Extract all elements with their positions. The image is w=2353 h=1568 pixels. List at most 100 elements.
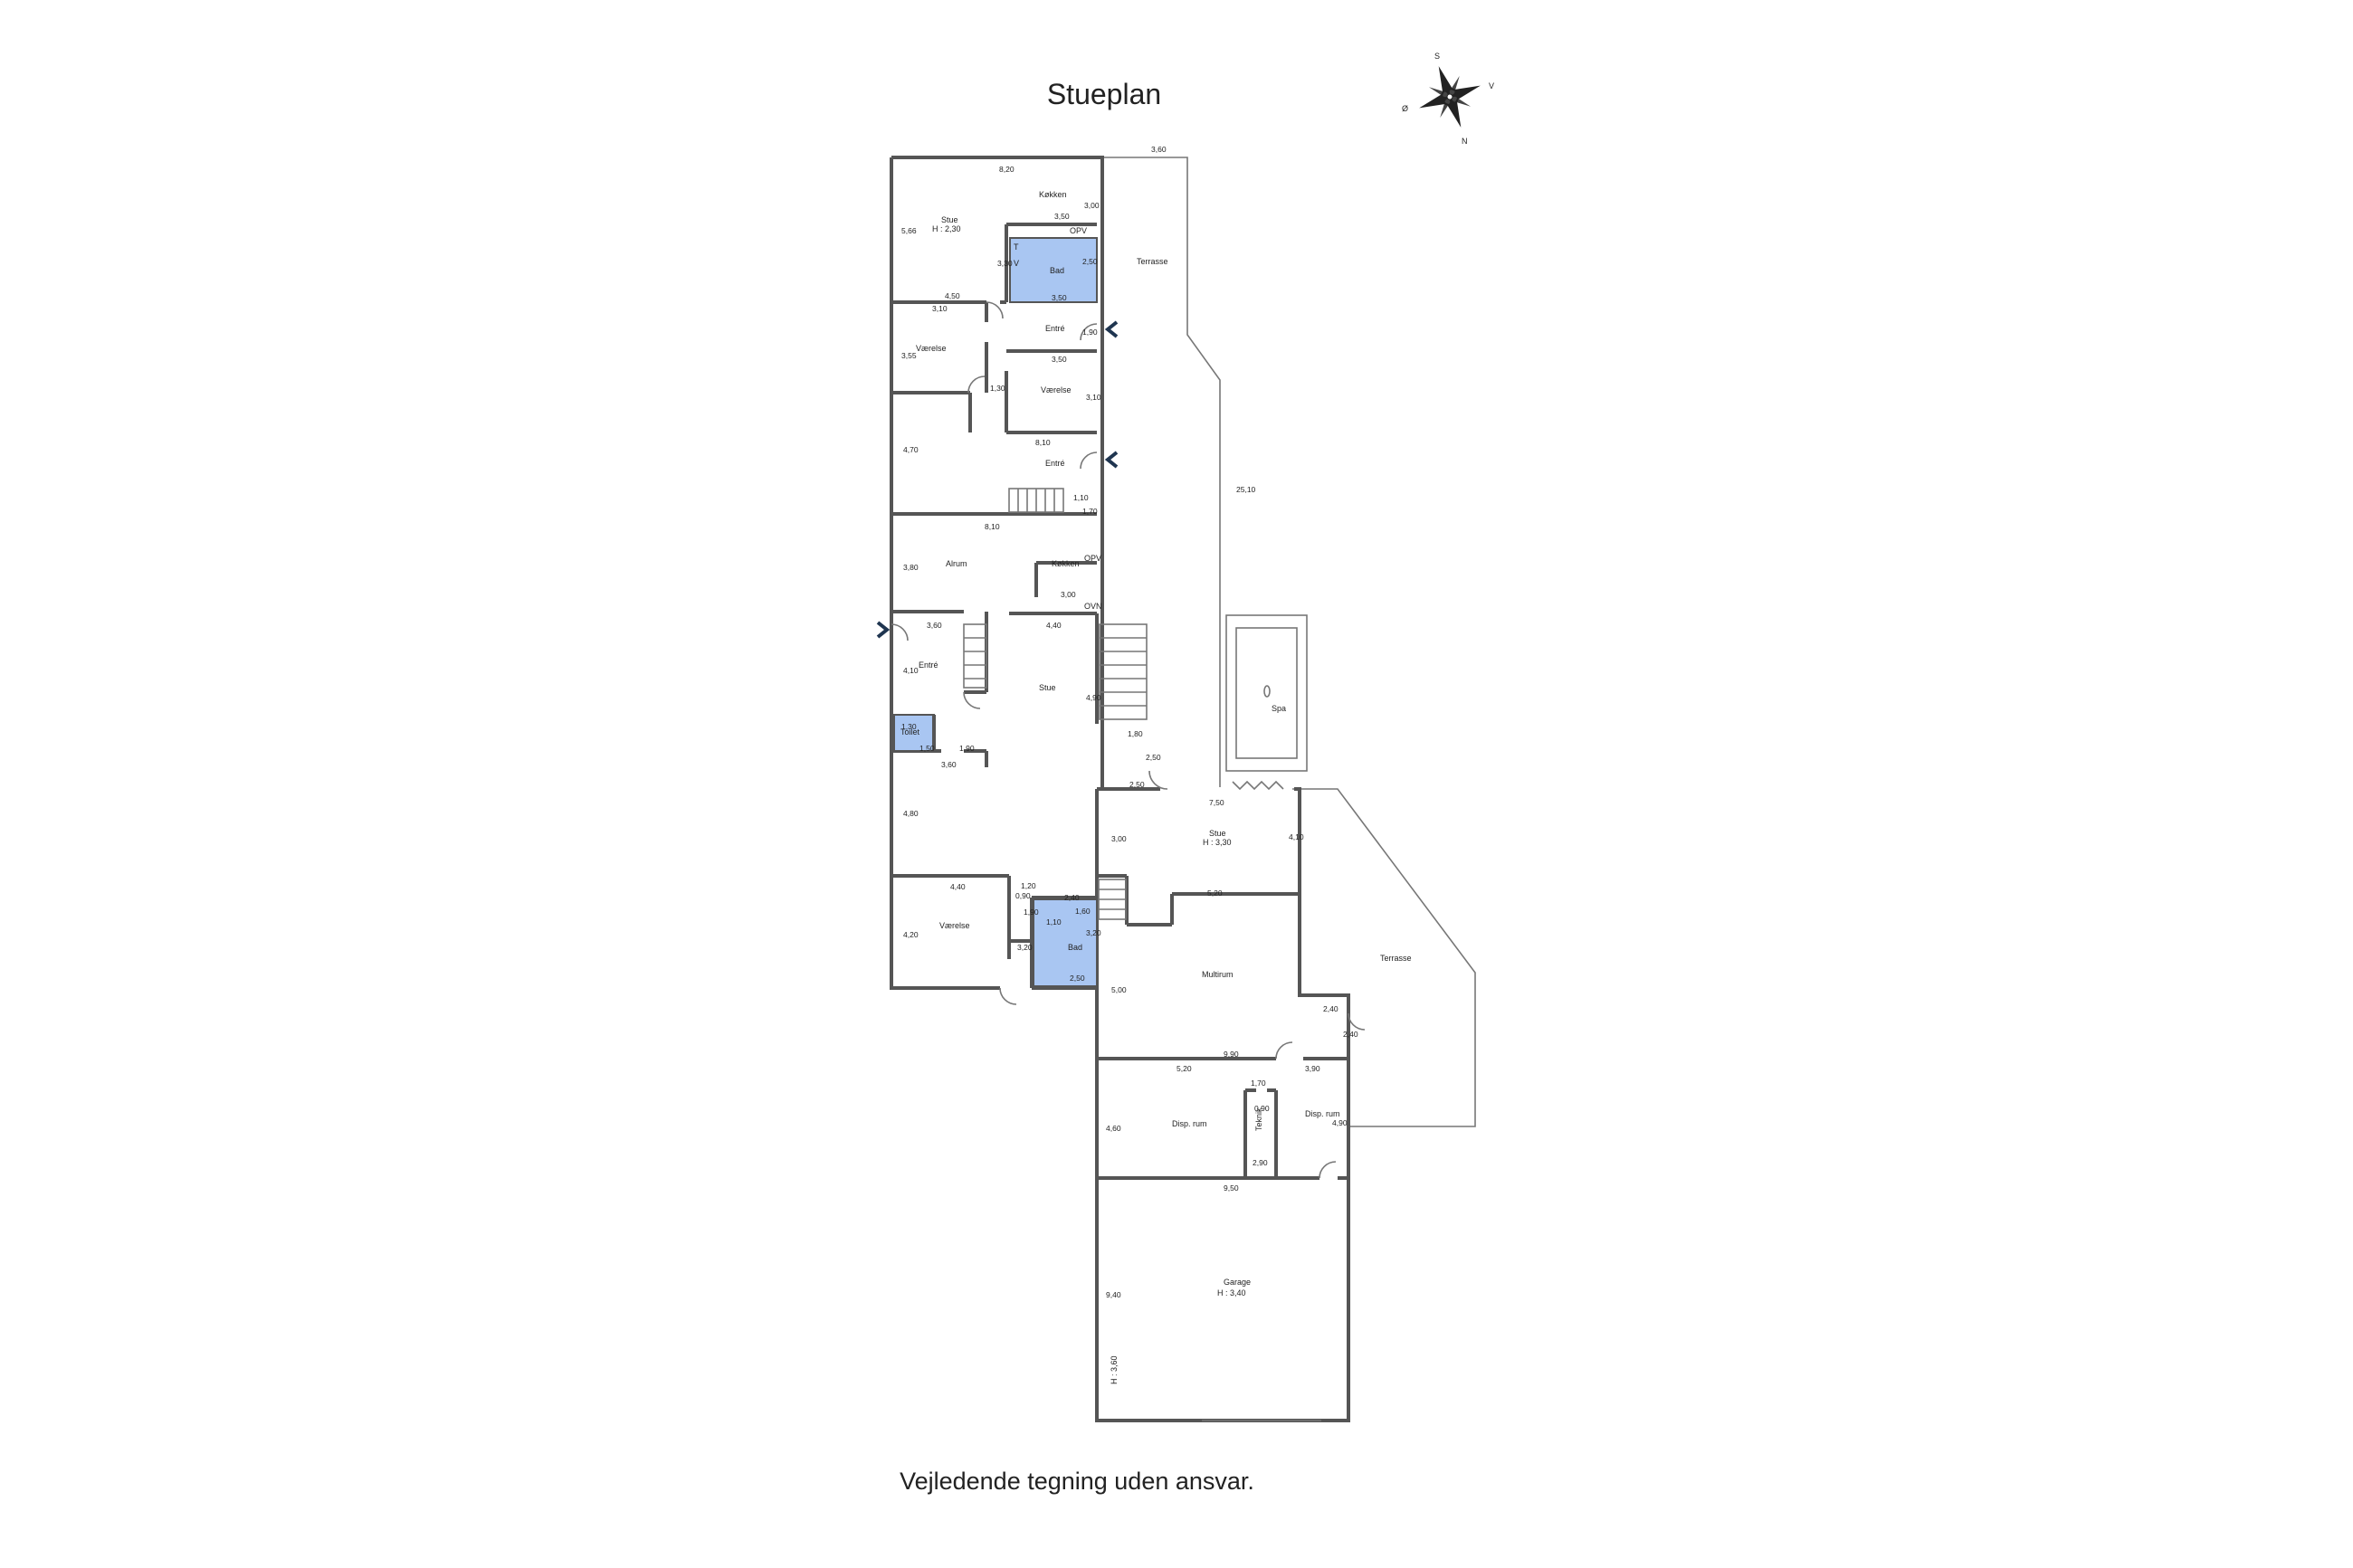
svg-text:1,70: 1,70	[1251, 1079, 1266, 1088]
toilet-room	[893, 714, 935, 752]
room-teknik: Teknik	[1254, 1107, 1263, 1131]
svg-text:1,50: 1,50	[919, 744, 935, 753]
compass-rose-icon: S V N Ø	[1402, 52, 1494, 146]
room-terrasse-1: Terrasse	[1137, 257, 1168, 266]
svg-text:3,50: 3,50	[1052, 293, 1067, 302]
room-vaerelse-3: Værelse	[939, 921, 970, 930]
room-garage-height: H : 3,40	[1217, 1288, 1246, 1297]
room-garage: Garage	[1224, 1278, 1251, 1287]
svg-text:3,10: 3,10	[932, 304, 948, 313]
terrace-right-outline	[1292, 788, 1476, 1127]
room-vaerelse-2: Værelse	[1041, 385, 1072, 394]
svg-text:3,60: 3,60	[927, 621, 942, 630]
svg-text:1,80: 1,80	[1128, 729, 1143, 738]
svg-text:1,10: 1,10	[1073, 493, 1089, 502]
room-multirum: Multirum	[1202, 970, 1234, 979]
svg-text:3,60: 3,60	[941, 760, 957, 769]
svg-text:4,80: 4,80	[903, 809, 919, 818]
room-bad-2: Bad	[1068, 943, 1082, 952]
svg-text:1,10: 1,10	[1046, 917, 1062, 927]
svg-text:2,50: 2,50	[1070, 974, 1085, 983]
svg-text:4,70: 4,70	[903, 445, 919, 454]
dimension-labels: 3,60 8,20 3,00 3,50 5,66 3,30 2,50 3,50 …	[901, 145, 1358, 1299]
room-vaerelse-1: Værelse	[916, 344, 947, 353]
svg-text:2,90: 2,90	[1253, 1158, 1268, 1167]
room-alrum: Alrum	[946, 559, 967, 568]
interior-walls	[891, 223, 1099, 988]
svg-text:3,55: 3,55	[901, 351, 917, 360]
svg-text:4,60: 4,60	[1106, 1124, 1121, 1133]
room-entre-3: Entré	[919, 660, 938, 670]
svg-text:2,40: 2,40	[1343, 1030, 1358, 1039]
svg-text:3,60: 3,60	[1151, 145, 1167, 154]
svg-text:1,90: 1,90	[959, 744, 975, 753]
extension-walls	[1097, 789, 1348, 1421]
room-stue-3: Stue	[1209, 829, 1226, 838]
room-stue-top: Stue	[941, 215, 958, 224]
room-spa: Spa	[1272, 704, 1286, 713]
svg-text:8,10: 8,10	[1035, 438, 1051, 447]
svg-text:4,50: 4,50	[945, 291, 960, 300]
bathroom-lower	[1033, 898, 1098, 987]
plan-title: Stueplan	[1046, 78, 1162, 110]
room-entre-1: Entré	[1045, 324, 1065, 333]
room-koekken-top: Køkken	[1039, 190, 1067, 199]
symbol-opv-1: OPV	[1070, 226, 1087, 235]
svg-text:5,66: 5,66	[901, 226, 917, 235]
svg-text:3,10: 3,10	[1086, 393, 1101, 402]
svg-text:25,10: 25,10	[1236, 485, 1256, 494]
svg-text:1,60: 1,60	[1075, 907, 1091, 916]
symbol-opv-2: OPV	[1084, 554, 1101, 563]
svg-text:1,20: 1,20	[1021, 881, 1036, 890]
svg-text:9,50: 9,50	[1224, 1183, 1239, 1193]
compass-v: V	[1489, 81, 1494, 90]
svg-text:1,90: 1,90	[1024, 908, 1039, 917]
svg-text:2,50: 2,50	[1082, 257, 1098, 266]
svg-text:4,20: 4,20	[903, 930, 919, 939]
svg-text:4,10: 4,10	[903, 666, 919, 675]
svg-text:3,00: 3,00	[1061, 590, 1076, 599]
svg-text:5,00: 5,00	[1111, 985, 1127, 994]
svg-text:3,20: 3,20	[1086, 928, 1101, 937]
svg-text:8,10: 8,10	[985, 522, 1000, 531]
svg-text:7,50: 7,50	[1209, 798, 1224, 807]
svg-text:2,40: 2,40	[1323, 1004, 1338, 1013]
svg-text:8,20: 8,20	[999, 165, 1015, 174]
svg-text:0,90: 0,90	[1254, 1104, 1270, 1113]
room-koekken-2: Køkken	[1052, 559, 1080, 568]
svg-text:3,50: 3,50	[1052, 355, 1067, 364]
svg-text:2,50: 2,50	[1129, 780, 1145, 789]
svg-text:1,30: 1,30	[990, 384, 1005, 393]
svg-text:3,00: 3,00	[1084, 201, 1100, 210]
symbol-t: T	[1014, 242, 1019, 252]
entry-arrow-icon-2[interactable]	[1104, 451, 1119, 469]
room-disp-2: Disp. rum	[1305, 1109, 1340, 1118]
svg-text:2,40: 2,40	[1064, 893, 1080, 902]
svg-text:3,50: 3,50	[1054, 212, 1070, 221]
symbol-v: V	[1014, 259, 1019, 268]
doors	[891, 301, 1366, 1179]
room-terrasse-2: Terrasse	[1380, 954, 1412, 963]
entry-arrow-icon-3[interactable]	[876, 621, 891, 639]
svg-text:4,90: 4,90	[1086, 693, 1101, 702]
svg-text:5,20: 5,20	[1207, 889, 1223, 898]
stairs	[963, 488, 1148, 920]
svg-text:3,80: 3,80	[903, 563, 919, 572]
svg-text:1,30: 1,30	[901, 722, 917, 731]
spa-outer	[1225, 614, 1308, 772]
svg-text:0,90: 0,90	[1015, 891, 1031, 900]
svg-text:3,30: 3,30	[997, 259, 1013, 268]
garage-wall-height: H : 3,60	[1110, 1355, 1119, 1384]
svg-text:9,90: 9,90	[1224, 1050, 1239, 1059]
svg-text:2,50: 2,50	[1146, 753, 1161, 762]
room-stue-3-height: H : 3,30	[1203, 838, 1232, 847]
entry-arrow-icon-1[interactable]	[1104, 320, 1119, 338]
compass-oe: Ø	[1402, 104, 1408, 113]
room-toilet: Toilet	[900, 727, 920, 736]
svg-text:3,00: 3,00	[1111, 834, 1127, 843]
svg-text:4,40: 4,40	[1046, 621, 1062, 630]
svg-text:4,40: 4,40	[950, 882, 966, 891]
compass-s: S	[1434, 52, 1440, 61]
symbol-ovn: OVN	[1084, 602, 1102, 611]
